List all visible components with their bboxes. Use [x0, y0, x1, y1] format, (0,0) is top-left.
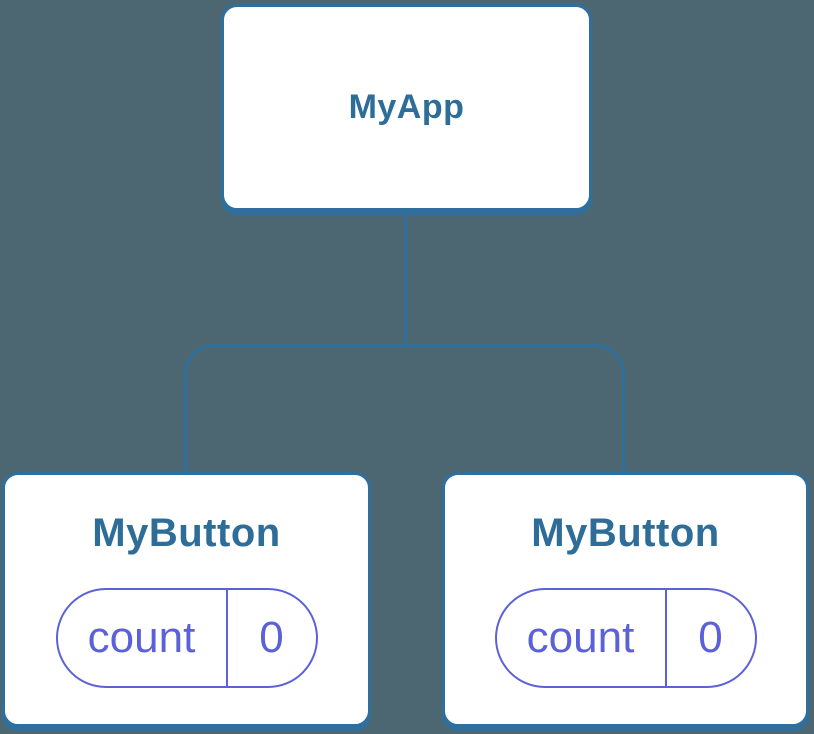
state-value: 0	[225, 590, 316, 686]
state-pill-2: count 0	[494, 588, 757, 688]
state-value: 0	[664, 590, 755, 686]
connector-branch	[184, 344, 625, 472]
child-node-2: MyButton count 0	[442, 472, 809, 727]
connector-stem	[404, 211, 407, 346]
root-node-label: MyApp	[348, 88, 465, 126]
child-node-1-label: MyButton	[92, 511, 281, 555]
child-node-1: MyButton count 0	[2, 472, 371, 727]
child-node-2-label: MyButton	[531, 511, 720, 555]
root-node: MyApp	[221, 4, 592, 211]
state-key-label: count	[87, 613, 196, 662]
state-pill-1: count 0	[55, 588, 318, 688]
state-key-label: count	[526, 613, 635, 662]
